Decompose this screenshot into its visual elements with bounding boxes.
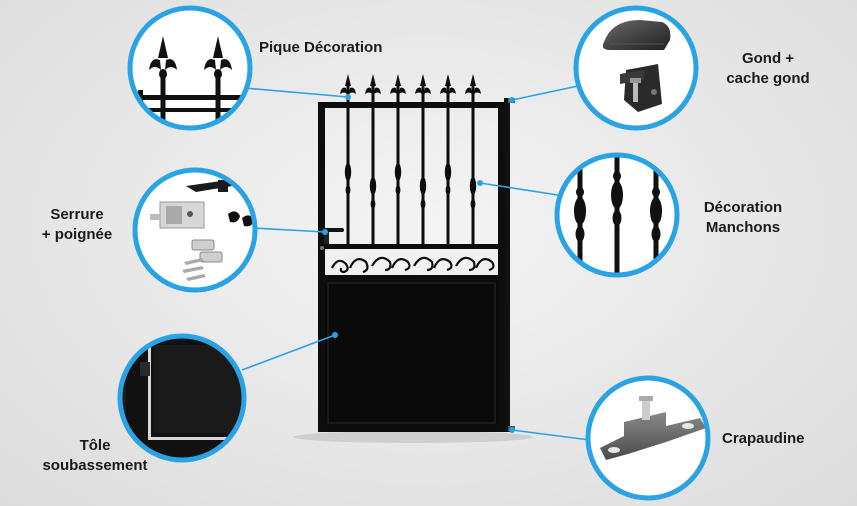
manchons-label: Décoration Manchons (703, 199, 783, 236)
pique-decoration-label: Pique Décoration (259, 39, 383, 56)
gate-bar (415, 74, 431, 246)
tole-detail-circle (117, 333, 247, 463)
serrure-label: Serrure + poignée (41, 206, 113, 243)
pique-detail-circle (127, 5, 253, 131)
manchon-bar (650, 155, 662, 275)
callout-lines (241, 85, 591, 441)
manchon-bar (611, 155, 623, 275)
crapaudine-label: Crapaudine (722, 430, 805, 447)
gond-label: Gond + cache gond (726, 50, 810, 87)
gate-bar (365, 74, 381, 246)
manchon-bar (574, 155, 586, 275)
gond-detail-circle (573, 5, 699, 131)
tole-label: Tôle soubassement (42, 437, 148, 474)
serrure-detail-circle (132, 167, 258, 293)
floor-shadow (293, 431, 533, 443)
gate-bar (390, 74, 406, 246)
manchons-detail-circle (554, 152, 680, 278)
gate-bar (340, 74, 356, 246)
gate-bar (465, 74, 481, 246)
gate (318, 74, 515, 432)
crapaudine-detail-circle (585, 375, 711, 501)
gate-bar (440, 74, 456, 246)
